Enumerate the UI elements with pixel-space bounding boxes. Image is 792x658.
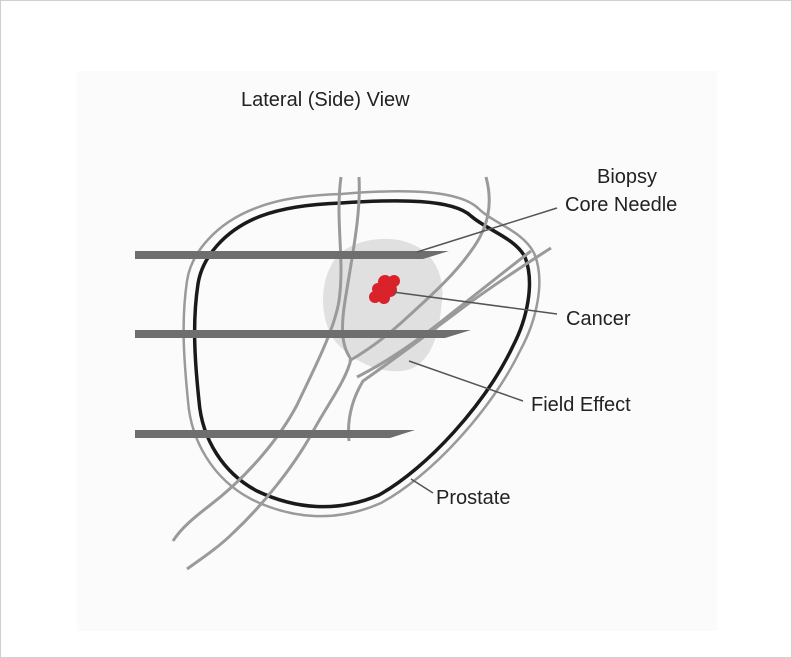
needle-label-line1: Biopsy: [597, 166, 657, 188]
leader-prostate: [410, 478, 434, 494]
biopsy-needles: [135, 251, 471, 438]
needle-label-line2: Core Needle: [565, 194, 677, 216]
cancer-label: Cancer: [566, 308, 631, 330]
leader-needle: [416, 207, 558, 253]
prostate-label: Prostate: [436, 487, 510, 509]
biopsy-needle-2: [135, 330, 471, 338]
leader-cancer: [392, 291, 558, 315]
leader-lines: [392, 207, 558, 494]
biopsy-needle-1: [135, 251, 449, 259]
field-effect-zone: [323, 238, 443, 372]
leader-field-effect: [408, 360, 524, 402]
diagram-title: Lateral (Side) View: [241, 89, 410, 111]
cancer-cluster: [369, 275, 400, 304]
field-effect-label: Field Effect: [531, 394, 631, 416]
biopsy-needle-3: [135, 430, 415, 438]
